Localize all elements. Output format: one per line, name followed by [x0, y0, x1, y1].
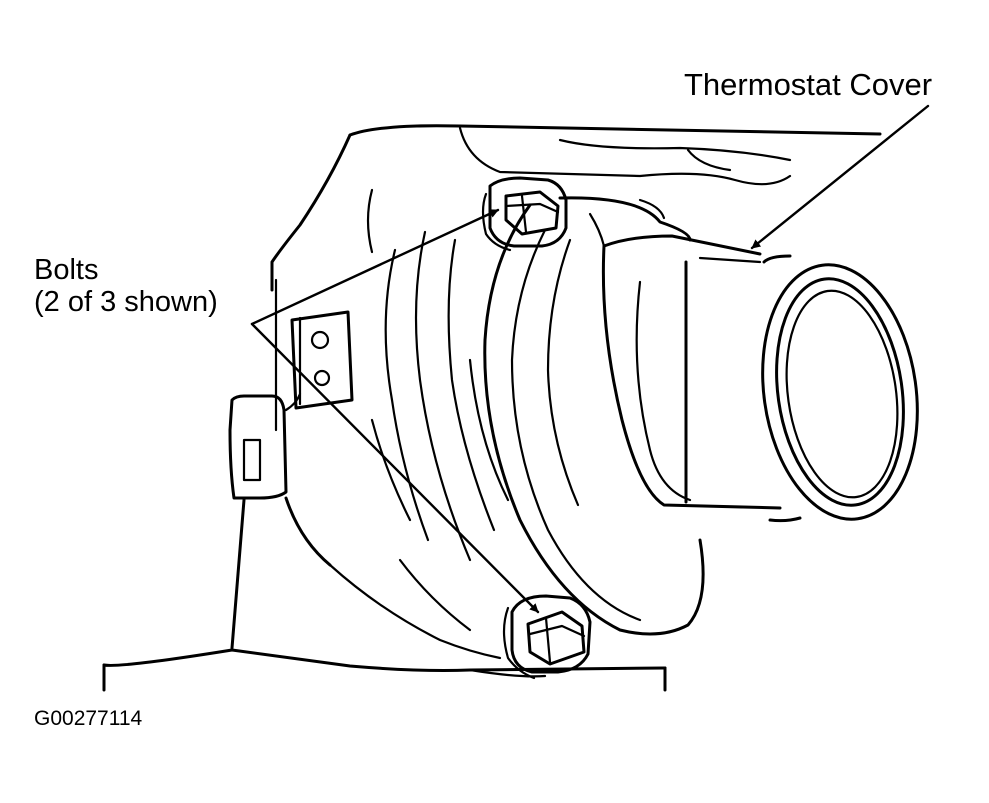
- outlet-pipe-end: [761, 254, 919, 523]
- leader-upper-bolt: [250, 208, 500, 326]
- lower-bolt: [502, 594, 592, 680]
- leader-thermostat-cover: [750, 104, 930, 250]
- outlet-flange: [483, 196, 705, 636]
- leader-lines: [250, 104, 930, 614]
- bolts-label: Bolts (2 of 3 shown): [34, 254, 218, 319]
- thermostat-cover-neck: [601, 234, 782, 510]
- thermostat-cover-label: Thermostat Cover: [684, 67, 933, 102]
- upper-bolt: [481, 176, 568, 252]
- figure-code: G00277114: [34, 707, 143, 730]
- leader-lower-bolt: [250, 322, 540, 614]
- housing-body: [102, 124, 882, 692]
- bolts-label-line1: Bolts: [34, 254, 99, 286]
- bolts-label-line2: (2 of 3 shown): [34, 286, 218, 319]
